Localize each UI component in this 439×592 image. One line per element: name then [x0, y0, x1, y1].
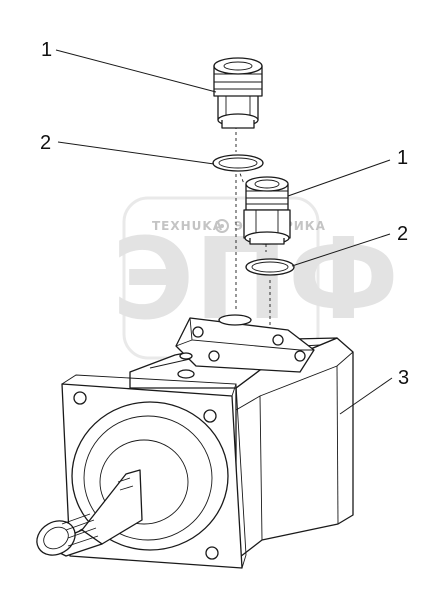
- bolt-hole: [205, 546, 219, 560]
- port-block: [175, 314, 315, 379]
- fitting-lower: [243, 176, 291, 245]
- splined-shaft-end: [36, 513, 103, 557]
- callout-label: 3: [398, 367, 409, 389]
- o-ring-lower: [245, 258, 295, 276]
- o-ring-top: [212, 154, 264, 172]
- bolt-hole: [272, 334, 284, 346]
- leader-line: [339, 377, 393, 415]
- bolt-hole: [73, 391, 87, 405]
- port-opening: [218, 314, 252, 326]
- callout-label: 1: [41, 39, 52, 61]
- bolt-hole: [208, 350, 220, 362]
- leader-line: [287, 159, 391, 197]
- leader-line: [55, 49, 217, 93]
- fitting-top: [213, 57, 263, 129]
- gear-icon: [215, 219, 229, 233]
- leader-line: [291, 233, 391, 267]
- watermark-top-text: TEXHUKA: [152, 219, 223, 233]
- bolt-hole: [203, 409, 217, 423]
- callout-label: 2: [40, 132, 51, 154]
- callout-label: 2: [397, 223, 408, 245]
- bolt-hole: [294, 350, 306, 362]
- bolt-hole: [192, 326, 204, 338]
- callout-label: 1: [397, 147, 408, 169]
- leader-line: [57, 141, 215, 165]
